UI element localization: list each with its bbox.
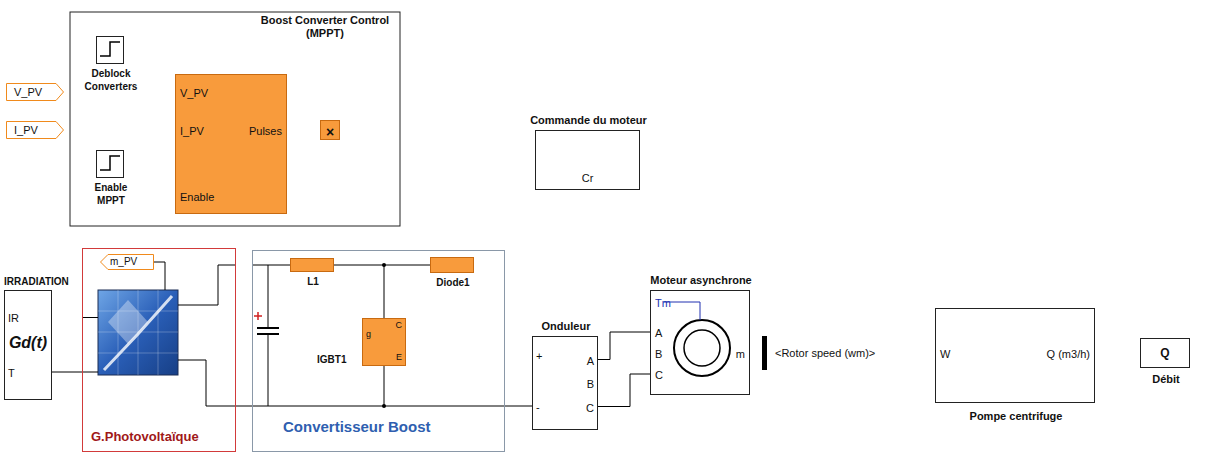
block-label: × xyxy=(321,123,339,141)
block-label: Enable MPPT xyxy=(81,181,141,207)
junction-dot xyxy=(382,263,386,267)
display-block: QDébit xyxy=(1140,338,1190,368)
block-label: Pompe centrifuge xyxy=(936,409,1096,423)
block-label: + xyxy=(536,349,542,363)
block-label: L1 xyxy=(291,275,335,288)
mppt-block: V_PV I_PV PulsesEnable xyxy=(175,74,287,214)
motor-symbol xyxy=(674,320,730,376)
step-block: Enable MPPT xyxy=(96,150,124,178)
block-label: m_PV xyxy=(110,255,137,268)
block-label: C xyxy=(396,320,403,331)
motor-control-block: Commande du moteurCr xyxy=(535,130,640,190)
goto-tag: m_PV xyxy=(100,254,154,270)
block-label: Q (m3/h) xyxy=(1047,347,1090,361)
boost-frame: Convertisseur Boost L1IGBT1 g C E Diode1 xyxy=(252,250,505,452)
tag-shape xyxy=(101,255,154,270)
pv-panel xyxy=(98,290,178,375)
wire xyxy=(252,406,532,407)
block-label: - xyxy=(536,400,540,414)
block-label: E xyxy=(396,352,402,363)
pv-frame: G.Photovoltaïque m_PV xyxy=(82,248,236,452)
wire xyxy=(52,372,98,373)
block-label: Débit xyxy=(1136,372,1196,386)
step-symbol xyxy=(100,42,120,56)
tag-shape xyxy=(7,122,64,139)
block-label: G.Photovoltaïque xyxy=(91,429,199,445)
block-label: <Rotor speed (wm)> xyxy=(773,346,877,360)
product-block: × xyxy=(320,120,340,140)
pv-glare xyxy=(108,300,148,344)
wire xyxy=(598,374,650,407)
block-label: Tm xyxy=(655,296,671,310)
wire xyxy=(252,265,430,266)
block-label: B xyxy=(587,377,594,391)
block-label: V_PV xyxy=(180,86,208,100)
step-symbol xyxy=(100,156,120,170)
step-block: Deblock Converters xyxy=(96,36,124,64)
block-label: Deblock Converters xyxy=(76,67,146,93)
block-label: Onduleur xyxy=(523,319,609,333)
block-label: A xyxy=(655,326,662,340)
goto-tag: V_PV xyxy=(6,83,64,101)
block-label: IRRADIATION xyxy=(4,275,69,288)
wire xyxy=(178,265,236,305)
wire xyxy=(178,360,252,406)
inverter-block: Onduleur+-ABC xyxy=(532,336,598,430)
pv-cell-grid xyxy=(98,290,178,375)
induction-motor: Moteur asynchroneTmABCm xyxy=(650,290,750,395)
control-frame xyxy=(70,12,400,226)
irradiation-block: IRRADIATIONIRTGd(t) xyxy=(4,290,52,400)
wire xyxy=(598,332,650,360)
igbt-block: IGBT1gCE xyxy=(362,318,406,366)
wire xyxy=(268,265,269,406)
wire xyxy=(82,317,98,318)
block-label: Gd(t) xyxy=(5,333,51,353)
block-label: Pulses xyxy=(249,124,282,138)
pv-glare xyxy=(104,296,172,370)
block-label: Cr xyxy=(536,171,639,185)
block-label: Moteur asynchrone xyxy=(639,273,763,287)
tag-shape xyxy=(7,84,64,101)
junction-dot xyxy=(382,404,386,408)
block-label: T xyxy=(8,366,15,380)
block-label: Enable xyxy=(180,190,214,204)
block-label: C xyxy=(655,368,663,382)
block-label: Convertisseur Boost xyxy=(283,417,431,436)
block-label: B xyxy=(655,347,662,361)
block-label: I_PV xyxy=(14,123,38,137)
block-label: A xyxy=(587,354,594,368)
bus-selector: <Rotor speed (wm)> xyxy=(762,336,767,370)
capacitor-symbol xyxy=(257,328,279,334)
block-label: W xyxy=(940,347,950,361)
wire xyxy=(154,262,165,290)
block-label: C xyxy=(586,401,594,415)
pv-panel-body xyxy=(98,290,178,375)
block-label: Commande du moteur xyxy=(524,113,653,127)
goto-tag: I_PV xyxy=(6,121,64,139)
diode-block: Diode1 xyxy=(430,257,474,273)
inductor-block: L1 xyxy=(290,258,334,272)
group-title: Boost Converter Control (MPPT) xyxy=(255,14,395,40)
motor-rotor xyxy=(684,330,720,366)
block-label: Diode1 xyxy=(427,276,479,289)
block-label: IGBT1 xyxy=(317,353,346,366)
block-label: m xyxy=(736,347,745,361)
block-label: IR xyxy=(8,311,19,325)
block-label: g xyxy=(366,329,371,340)
polarity-mark xyxy=(254,312,262,320)
block-label: V_PV xyxy=(14,85,42,99)
block-label: I_PV xyxy=(180,124,204,138)
pump-block: Pompe centrifugeWQ (m3/h) xyxy=(935,308,1095,403)
motor-ground xyxy=(650,290,750,395)
block-label: Q xyxy=(1141,346,1189,361)
